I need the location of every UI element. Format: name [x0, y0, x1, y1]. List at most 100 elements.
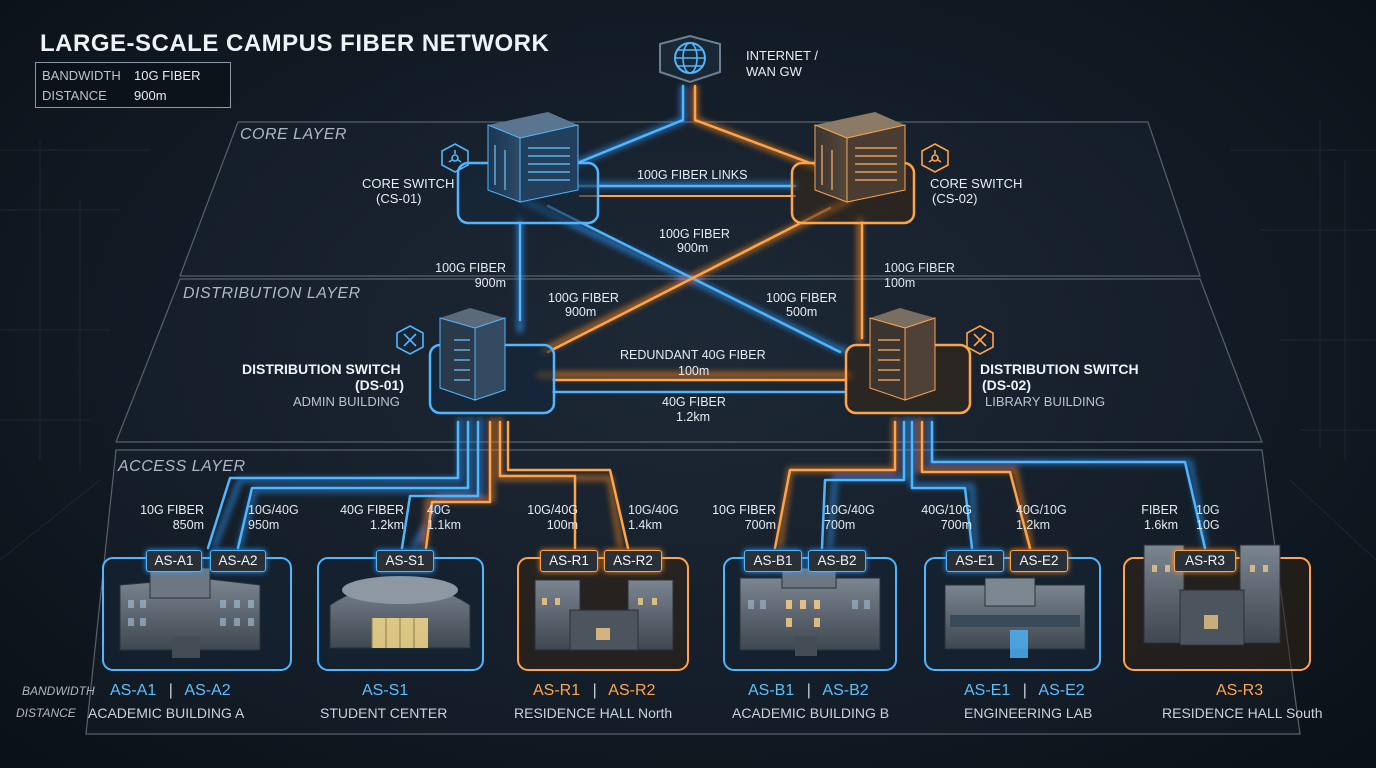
- ds02-sub: LIBRARY BUILDING: [985, 394, 1106, 409]
- link-label-e1-2: 700m: [940, 518, 972, 532]
- tag-as-s1[interactable]: AS-S1: [376, 550, 434, 572]
- bottom-s-sub: STUDENT CENTER: [320, 705, 448, 721]
- link-label-s1a-1: 40G FIBER: [340, 503, 404, 517]
- link-ds02-e1: [910, 420, 974, 550]
- ds02-label-2: (DS-02): [982, 377, 1032, 393]
- distribution-layer-label: DISTRIBUTION LAYER: [183, 285, 361, 302]
- link-label-left-vert-2: 900m: [474, 276, 506, 290]
- cs02-label-1: CORE SWITCH: [930, 176, 1023, 191]
- bottom-bandwidth-key: BANDWIDTH: [22, 684, 95, 698]
- link-label-r3b-2: 10G: [1196, 518, 1220, 532]
- link-label-e2-1: 40G/10G: [1016, 503, 1067, 517]
- globe-icon: [659, 34, 721, 84]
- tag-as-b1[interactable]: AS-B1: [744, 550, 802, 572]
- bottom-a-group: AS-A1 | AS-A2: [110, 682, 231, 699]
- access-layer-label: ACCESS LAYER: [118, 458, 246, 475]
- link-label-b1-2: 700m: [744, 518, 776, 532]
- link-label-a1-2: 850m: [172, 518, 204, 532]
- link-label-s1a-2: 1.2km: [369, 518, 404, 532]
- ds02-label-1: DISTRIBUTION SWITCH: [980, 361, 1139, 377]
- link-label-cross-l-2: 900m: [565, 305, 597, 319]
- cs02-label-2: (CS-02): [932, 191, 978, 206]
- bottom-e-1: AS-E1: [964, 682, 1011, 699]
- link-ds02-r3: [930, 420, 1207, 550]
- bottom-a-2: AS-A2: [184, 682, 231, 699]
- bottom-r3-1: AS-R3: [1216, 682, 1264, 699]
- bottom-r-sub: RESIDENCE HALL North: [514, 705, 673, 721]
- bottom-e-group: AS-E1 | AS-E2: [964, 682, 1085, 699]
- ds01-label-2: (DS-01): [355, 377, 405, 393]
- link-cs01-ds02: [546, 204, 842, 354]
- bottom-b-1: AS-B1: [748, 682, 795, 699]
- link-ds01-a1: [206, 420, 460, 550]
- building-academic-b: [739, 567, 881, 656]
- link-ds01-s1a: [400, 420, 480, 550]
- ds01-sub: ADMIN BUILDING: [293, 394, 400, 409]
- bottom-a-sep: |: [168, 682, 173, 699]
- link-ds01-r2: [506, 420, 630, 550]
- cs01-label-2: (CS-01): [376, 191, 422, 206]
- link-wan-cs02: [693, 84, 820, 168]
- link-label-b2-2: 700m: [824, 518, 856, 532]
- bottom-b-group: AS-B1 | AS-B2: [748, 682, 869, 699]
- bottom-a-1: AS-A1: [110, 682, 157, 699]
- internet-label-2: WAN GW: [746, 64, 802, 79]
- link-label-r3a-2: 1.6km: [1143, 518, 1178, 532]
- bottom-r-2: AS-R2: [608, 682, 656, 699]
- building-residence-north: [534, 579, 674, 651]
- legend-box: BANDWIDTH 10G FIBER DISTANCE 900m: [35, 62, 231, 108]
- internet-label-1: INTERNET /: [746, 48, 818, 63]
- bottom-b-2: AS-B2: [822, 682, 869, 699]
- building-academic-a: [119, 567, 261, 658]
- link-label-left-vert-1: 100G FIBER: [435, 261, 506, 275]
- link-label-a1-1: 10G FIBER: [140, 503, 204, 517]
- link-label-a2-2: 950m: [248, 518, 280, 532]
- link-label-s1b-2: 1.1km: [427, 518, 462, 532]
- link-label-redundant-1: REDUNDANT 40G FIBER: [620, 348, 766, 362]
- link-label-a2-1: 10G/40G: [248, 503, 299, 517]
- fiber-links: [206, 84, 1208, 550]
- tag-as-a1[interactable]: AS-A1: [146, 550, 202, 572]
- link-label-cross-l-1: 100G FIBER: [548, 291, 619, 305]
- bottom-b-sep: |: [806, 682, 811, 699]
- link-label-r3b-1: 10G: [1196, 503, 1220, 517]
- bottom-r-group: AS-R1 | AS-R2: [533, 682, 656, 699]
- link-label-r2-1: 10G/40G: [628, 503, 679, 517]
- link-cs02-ds01: [546, 206, 832, 354]
- bottom-r-sep: |: [592, 682, 597, 699]
- ds01-label-1: DISTRIBUTION SWITCH: [242, 361, 401, 377]
- link-label-ds-ds-2: 1.2km: [676, 410, 711, 424]
- link-label-e2-2: 1.2km: [1016, 518, 1051, 532]
- link-label-core-core: 100G FIBER LINKS: [637, 168, 748, 182]
- link-ds01-r1: [498, 420, 577, 550]
- legend-distance-value: 900m: [134, 88, 167, 103]
- building-icon: [119, 544, 1281, 658]
- link-label-right-vert-1: 100G FIBER: [884, 261, 955, 275]
- link-ds02-e2: [920, 420, 1032, 550]
- bottom-s-1: AS-S1: [362, 682, 409, 699]
- link-label-ds-ds-1: 40G FIBER: [662, 395, 726, 409]
- building-engineering: [944, 577, 1086, 658]
- bottom-r-1: AS-R1: [533, 682, 581, 699]
- tag-as-e2[interactable]: AS-E2: [1010, 550, 1068, 572]
- bottom-e-2: AS-E2: [1038, 682, 1085, 699]
- link-label-right-vert-2: 100m: [884, 276, 916, 290]
- tag-as-e1[interactable]: AS-E1: [946, 550, 1004, 572]
- tag-as-a2[interactable]: AS-A2: [210, 550, 266, 572]
- building-student-center: [329, 576, 471, 649]
- tag-as-r2[interactable]: AS-R2: [604, 550, 662, 572]
- bottom-a-sub: ACADEMIC BUILDING A: [88, 705, 245, 721]
- bottom-e-sub: ENGINEERING LAB: [964, 705, 1093, 721]
- tag-as-b2[interactable]: AS-B2: [808, 550, 866, 572]
- background-grid: [0, 120, 1376, 561]
- hub-icon: [396, 143, 994, 355]
- link-label-b2-1: 10G/40G: [824, 503, 875, 517]
- page-title: LARGE-SCALE CAMPUS FIBER NETWORK: [40, 30, 550, 57]
- bottom-e-sep: |: [1022, 682, 1027, 699]
- link-ds02-b2: [820, 420, 906, 550]
- tag-as-r3[interactable]: AS-R3: [1174, 550, 1236, 572]
- link-label-cross-top-1: 100G FIBER: [659, 227, 730, 241]
- tag-as-r1[interactable]: AS-R1: [540, 550, 598, 572]
